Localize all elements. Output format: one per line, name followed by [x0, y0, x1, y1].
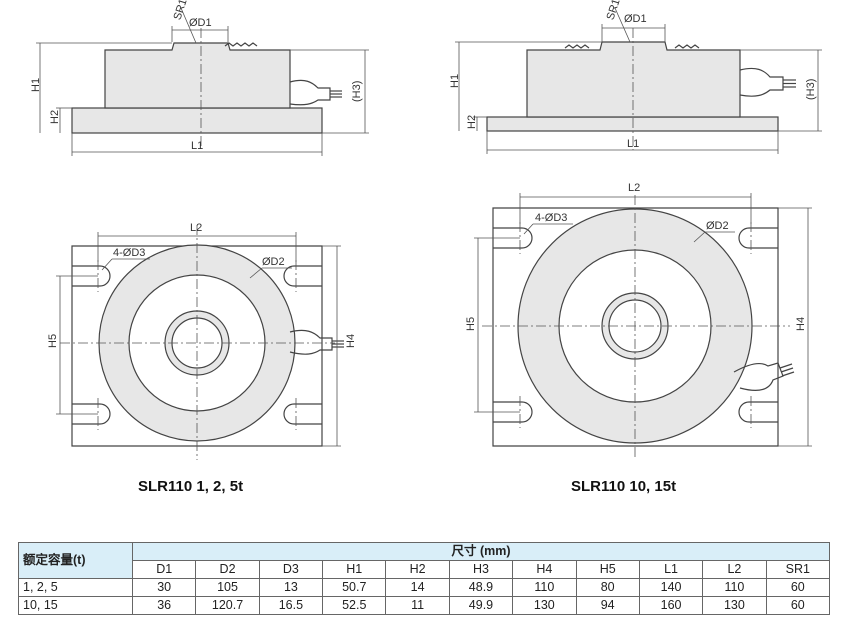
table-cell: 130 [702, 596, 767, 615]
d1-label-right: ØD1 [624, 13, 647, 25]
table-header-row: 额定容量(t) 尺寸 (mm) [18, 542, 830, 579]
caption-large: SLR110 10, 15t [571, 478, 676, 495]
table-cell: 30 [131, 578, 197, 597]
column-header: D3 [258, 560, 324, 579]
table-cell: 120.7 [195, 596, 260, 615]
table-cell: 11 [385, 596, 450, 615]
table-row: 1, 2, 5 30 105 13 50.7 14 48.9 110 80 14… [18, 578, 831, 597]
bolt-slot [72, 403, 111, 425]
column-header: H3 [448, 560, 514, 579]
sensor-body [104, 42, 291, 109]
caption-small: SLR110 1, 2, 5t [138, 478, 243, 495]
table-cell: 130 [512, 596, 577, 615]
bolt-slot [283, 265, 322, 287]
h2-label-right: H2 [466, 115, 478, 129]
side-view-large: SR1 ØD1 H1 H2 (H3) L1 [449, 0, 822, 154]
column-header: H4 [512, 560, 577, 579]
table-cell: 140 [638, 578, 704, 597]
l1-label-right: L1 [627, 138, 639, 150]
body-groove [224, 42, 258, 47]
bolt-slot [493, 401, 533, 423]
h5-label-left: H5 [47, 334, 59, 348]
h3-label-right: (H3) [805, 79, 817, 100]
h4-label-left: H4 [345, 334, 357, 348]
d3-label-left: 4-ØD3 [113, 247, 145, 259]
d1-label-left: ØD1 [189, 17, 212, 29]
base-plate [71, 107, 323, 134]
side-view-small: SR1 ØD1 H1 H2 (H3) L1 [30, 0, 369, 156]
column-header: L1 [638, 560, 704, 579]
bolt-slot [493, 227, 533, 249]
cable-gland [733, 362, 784, 392]
column-header: D2 [195, 560, 260, 579]
column-header: H5 [575, 560, 640, 579]
table-cell: 36 [131, 596, 197, 615]
d2-label-left: ØD2 [262, 256, 285, 268]
table-cell: 105 [195, 578, 260, 597]
column-header: L2 [702, 560, 767, 579]
table-cell: 110 [702, 578, 767, 597]
dimension-header: 尺寸 (mm) [132, 542, 830, 561]
table-cell: 16.5 [258, 596, 324, 615]
table-column-row: D1 D2 D3 H1 H2 H3 H4 H5 L1 L2 SR1 [19, 560, 831, 579]
base-plate [486, 116, 779, 132]
cable-gland [739, 67, 784, 97]
top-view-large: L2 4-ØD3 ØD2 H5 H4 [465, 182, 812, 458]
table-cell: 49.9 [448, 596, 514, 615]
h1-label-right: H1 [449, 74, 461, 88]
spec-table: 额定容量(t) 尺寸 (mm) D1 D2 D3 H1 H2 H3 H4 H5 … [18, 542, 831, 615]
bolt-slot [738, 401, 778, 423]
table-cell: 14 [385, 578, 450, 597]
cable-gland [289, 79, 331, 106]
table-cell: 80 [575, 578, 640, 597]
table-cell: 50.7 [322, 578, 387, 597]
table-cell: 13 [258, 578, 324, 597]
capacity-header: 额定容量(t) [18, 542, 133, 579]
d2-label-right: ØD2 [706, 220, 729, 232]
h5-label-right: H5 [465, 317, 477, 331]
table-cell: 110 [512, 578, 577, 597]
column-header: SR1 [765, 560, 831, 579]
table-cell: 52.5 [322, 596, 387, 615]
column-header: H1 [322, 560, 387, 579]
d3-label-right: 4-ØD3 [535, 212, 567, 224]
capacity-cell: 1, 2, 5 [18, 578, 133, 597]
bolt-slot [72, 265, 111, 287]
table-cell: 60 [765, 596, 831, 615]
bolt-slot [283, 403, 322, 425]
table-cell: 94 [575, 596, 640, 615]
bolt-slot [738, 227, 778, 249]
column-header: D1 [131, 560, 197, 579]
l2-label-left: L2 [190, 222, 202, 234]
sr1-label-left: SR1 [172, 0, 190, 22]
h4-label-right: H4 [795, 317, 807, 331]
h1-label-left: H1 [30, 78, 42, 92]
table-row: 10, 15 36 120.7 16.5 52.5 11 49.9 130 94… [18, 596, 831, 615]
l1-label-left: L1 [191, 140, 203, 152]
body-grooves [564, 44, 700, 49]
column-header: H2 [385, 560, 450, 579]
table-cell: 160 [638, 596, 704, 615]
capacity-cell: 10, 15 [18, 596, 133, 615]
sensor-body [526, 41, 741, 118]
table-cell: 48.9 [448, 578, 514, 597]
top-view-small: L2 4-ØD3 ØD2 H5 H4 [47, 222, 357, 460]
h2-label-left: H2 [49, 110, 61, 124]
l2-label-right: L2 [628, 182, 640, 194]
table-cell: 60 [765, 578, 831, 597]
h3-label-left: (H3) [351, 81, 363, 102]
